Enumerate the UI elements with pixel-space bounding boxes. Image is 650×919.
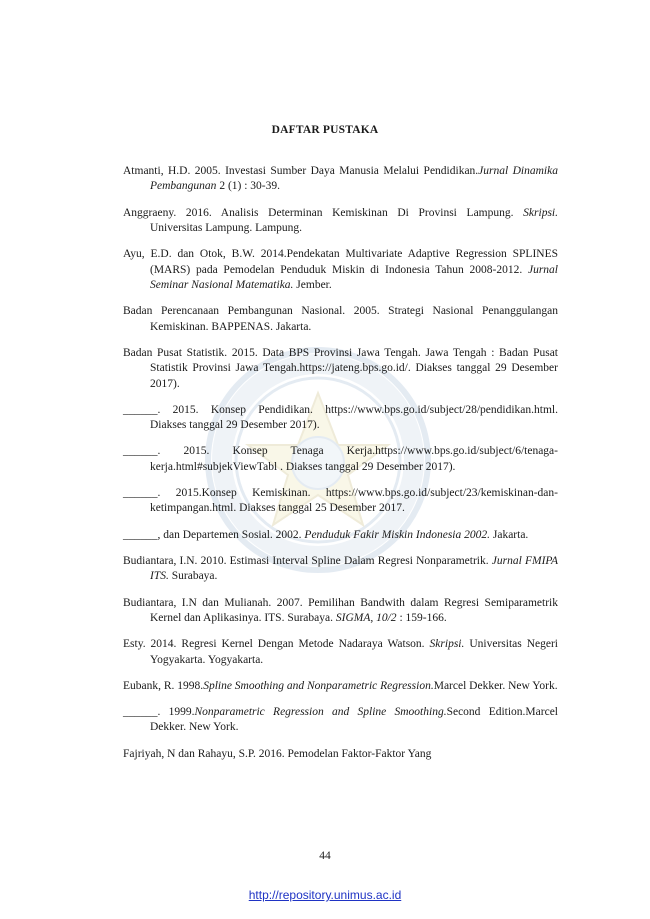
reference-text: : 159-166. xyxy=(396,611,447,624)
reference-text: 2 (1) : 30-39. xyxy=(216,180,280,193)
reference-text: ______. 2015. Konsep Tenaga Kerja.https:… xyxy=(123,445,558,473)
reference-text: Budiantara, I.N dan Mulianah. 2007. Pemi… xyxy=(123,596,558,624)
reference-text: ______. 1999. xyxy=(123,705,195,718)
reference-text: Universitas Negeri Yogyakarta. Yogyakart… xyxy=(150,638,559,666)
reference-text: ______, dan Departemen Sosial. 2002. xyxy=(123,528,305,541)
reference-text: Badan Perencanaan Pembangunan Nasional. … xyxy=(123,305,558,333)
reference-entry: Badan Perencanaan Pembangunan Nasional. … xyxy=(123,304,558,335)
reference-text: Jakarta. xyxy=(489,528,529,541)
reference-text: Jember. xyxy=(293,279,332,292)
reference-entry: Ayu, E.D. dan Otok, B.W. 2014.Pendekatan… xyxy=(123,247,558,293)
reference-entry: Fajriyah, N dan Rahayu, S.P. 2016. Pemod… xyxy=(123,747,558,762)
reference-entry: Anggraeny. 2016. Analisis Determinan Kem… xyxy=(123,206,558,237)
page-title: DAFTAR PUSTAKA xyxy=(271,124,379,136)
reference-italic-title: Jurnal Dinamika Pembangunan xyxy=(150,165,558,193)
reference-entry: Atmanti, H.D. 2005. Investasi Sumber Day… xyxy=(123,164,558,195)
reference-text: Atmanti, H.D. 2005. Investasi Sumber Day… xyxy=(123,165,479,177)
reference-text: ______. 2015.Konsep Kemiskinan. https://… xyxy=(123,487,558,515)
reference-entry: ______. 2015. Konsep Tenaga Kerja.https:… xyxy=(123,444,558,475)
reference-entry: ______. 2015.Konsep Kemiskinan. https://… xyxy=(123,486,558,517)
reference-italic-title: Jurnal FMIPA ITS. xyxy=(150,554,558,583)
reference-text: Second Edition.Marcel Dekker. New York. xyxy=(150,705,558,734)
reference-text: Badan Pusat Statistik. 2015. Data BPS Pr… xyxy=(123,346,558,390)
reference-text: Marcel Dekker. New York. xyxy=(433,679,558,692)
reference-italic-title: Skripsi. xyxy=(523,206,558,219)
reference-text: Budiantara, I.N. 2010. Estimasi Interval… xyxy=(123,554,492,567)
reference-list: Atmanti, H.D. 2005. Investasi Sumber Day… xyxy=(123,164,558,773)
reference-italic-title: Jurnal Seminar Nasional Matematika. xyxy=(150,263,558,292)
reference-text: Fajriyah, N dan Rahayu, S.P. 2016. Pemod… xyxy=(123,747,432,760)
reference-italic-title: SIGMA, 10/2 xyxy=(335,611,397,624)
reference-text: Universitas Lampung. Lampung. xyxy=(150,222,303,235)
reference-italic-title: Spline Smoothing and Nonparametric Regre… xyxy=(203,679,434,692)
reference-text: Eubank, R. 1998. xyxy=(123,679,204,692)
reference-entry: ______. 1999.Nonparametric Regression an… xyxy=(123,705,558,736)
reference-entry: Eubank, R. 1998.Spline Smoothing and Non… xyxy=(123,679,558,694)
repository-link[interactable]: http://repository.unimus.ac.id xyxy=(248,888,402,902)
reference-text: Ayu, E.D. dan Otok, B.W. 2014.Pendekatan… xyxy=(123,248,558,276)
reference-italic-title: Nonparametric Regression and Spline Smoo… xyxy=(194,705,447,718)
reference-entry: Badan Pusat Statistik. 2015. Data BPS Pr… xyxy=(123,346,558,392)
reference-italic-title: Penduduk Fakir Miskin Indonesia 2002. xyxy=(304,528,490,541)
reference-entry: Budiantara, I.N dan Mulianah. 2007. Pemi… xyxy=(123,596,558,627)
reference-text: Surabaya. xyxy=(168,570,218,583)
reference-text: Anggraeny. 2016. Analisis Determinan Kem… xyxy=(123,206,524,219)
footer: http://repository.unimus.ac.id xyxy=(0,888,650,902)
university-seal-watermark-icon xyxy=(205,347,431,573)
reference-italic-title: Skripsi. xyxy=(429,638,465,651)
page-number: 44 xyxy=(319,850,331,862)
reference-text: Esty. 2014. Regresi Kernel Dengan Metode… xyxy=(123,638,430,651)
reference-entry: Esty. 2014. Regresi Kernel Dengan Metode… xyxy=(123,637,558,668)
reference-text: ______. 2015. Konsep Pendidikan. https:/… xyxy=(123,403,558,432)
reference-entry: ______. 2015. Konsep Pendidikan. https:/… xyxy=(123,403,558,434)
reference-entry: ______, dan Departemen Sosial. 2002. Pen… xyxy=(123,528,558,543)
reference-entry: Budiantara, I.N. 2010. Estimasi Interval… xyxy=(123,554,558,585)
